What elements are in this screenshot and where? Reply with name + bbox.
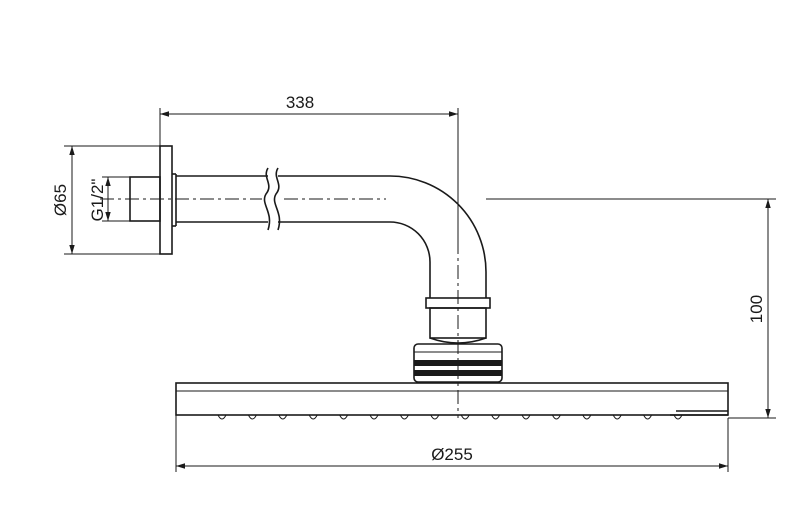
nozzle [551,414,561,420]
nozzle [278,414,288,420]
dimension-label-thread-size: G1/2" [88,179,107,222]
nozzle [339,414,349,420]
shower-arm [176,167,487,298]
dimension-label-flange-diameter: Ø65 [51,184,70,216]
nozzle [247,414,257,420]
dimension-flange-diameter: Ø65 [51,145,160,255]
dimension-label-head-diameter: Ø255 [431,445,473,464]
dimension-label-drop-height: 100 [747,295,766,323]
nozzle [643,414,653,420]
nozzle [582,414,592,420]
nozzle [673,414,683,420]
wall-flange [129,145,177,255]
dimension-100: 100 [486,198,776,419]
nozzle [217,414,227,420]
nozzle [491,414,501,420]
nozzle [399,414,409,420]
nozzle [308,414,318,420]
nozzle [369,414,379,420]
dimension-label-arm-projection: 338 [286,93,314,112]
nozzle [430,414,440,420]
nozzle [612,414,622,420]
nozzle-row [217,414,683,420]
dimension-338: 338 [159,93,459,240]
dimension-thread-size: G1/2" [88,176,130,222]
dimension-head-diameter: Ø255 [175,415,729,472]
nozzle [460,414,470,420]
center-lines [100,198,459,418]
nozzle [521,414,531,420]
shower-head [175,382,729,420]
